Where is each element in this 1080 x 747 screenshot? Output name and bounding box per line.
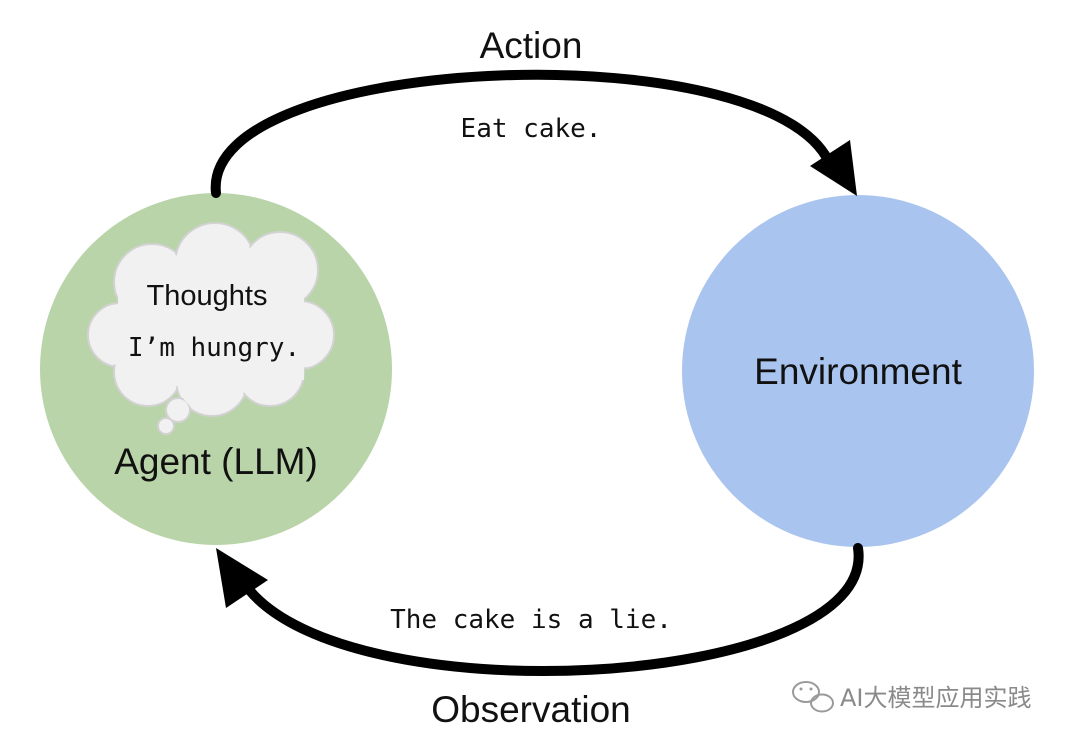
thought-cloud-fill [90, 225, 332, 414]
action-title: Action [480, 25, 583, 66]
thoughts-title: Thoughts [147, 280, 268, 312]
wechat-logo-icon [792, 681, 834, 713]
thoughts-text: I’m hungry. [128, 333, 300, 363]
agent-label: Agent (LLM) [114, 441, 318, 482]
action-arrowhead [810, 140, 857, 196]
observation-title: Observation [431, 689, 631, 730]
watermark-text: AI大模型应用实践 [840, 684, 1032, 712]
action-arrow [210, 69, 837, 198]
observation-arrow [237, 543, 864, 676]
action-message: Eat cake. [461, 114, 602, 144]
environment-circle [682, 195, 1034, 547]
observation-arrowhead [216, 548, 268, 608]
observation-message: The cake is a lie. [390, 605, 672, 635]
environment-label: Environment [754, 351, 962, 392]
